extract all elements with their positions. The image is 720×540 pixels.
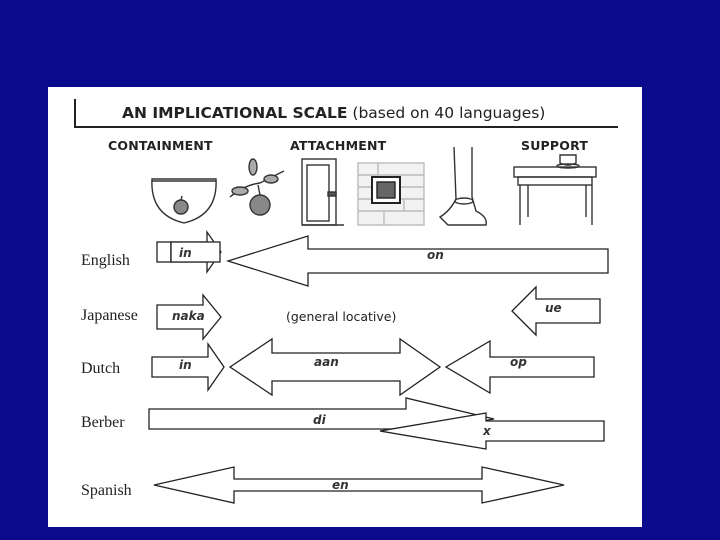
diagram-panel: AN IMPLICATIONAL SCALE (based on 40 lang… <box>48 87 642 527</box>
language-japanese: Japanese <box>81 307 138 325</box>
picture-on-wall-icon <box>358 163 424 225</box>
language-spanish: Spanish <box>81 482 132 500</box>
label-dutch-op: op <box>510 355 527 369</box>
bowl-with-apple-icon <box>152 179 216 223</box>
spanish-arrows <box>154 467 564 503</box>
spanish-en-arrow <box>154 467 564 503</box>
berber-arrows <box>149 398 604 449</box>
label-berber-x: x <box>483 424 491 438</box>
english-in-bracket <box>157 242 171 262</box>
label-japanese-ue: ue <box>545 301 562 315</box>
dutch-arrows <box>152 339 594 395</box>
apple-on-branch-icon <box>230 159 284 215</box>
label-spanish-en: en <box>332 478 349 492</box>
language-english: English <box>81 252 130 270</box>
label-general-locative: (general locative) <box>286 309 396 324</box>
label-dutch-in: in <box>179 358 192 372</box>
english-on-arrow <box>228 236 608 286</box>
label-berber-di: di <box>313 413 326 427</box>
cup-on-table-icon <box>514 155 596 225</box>
label-japanese-naka: naka <box>172 309 205 323</box>
handle-on-door-icon <box>302 159 344 225</box>
label-english-in: in <box>179 246 192 260</box>
english-arrows <box>157 232 608 286</box>
language-berber: Berber <box>81 414 125 432</box>
language-dutch: Dutch <box>81 360 120 378</box>
label-dutch-aan: aan <box>314 355 339 369</box>
label-english-on: on <box>427 248 444 262</box>
ring-on-leg-icon <box>440 147 486 225</box>
